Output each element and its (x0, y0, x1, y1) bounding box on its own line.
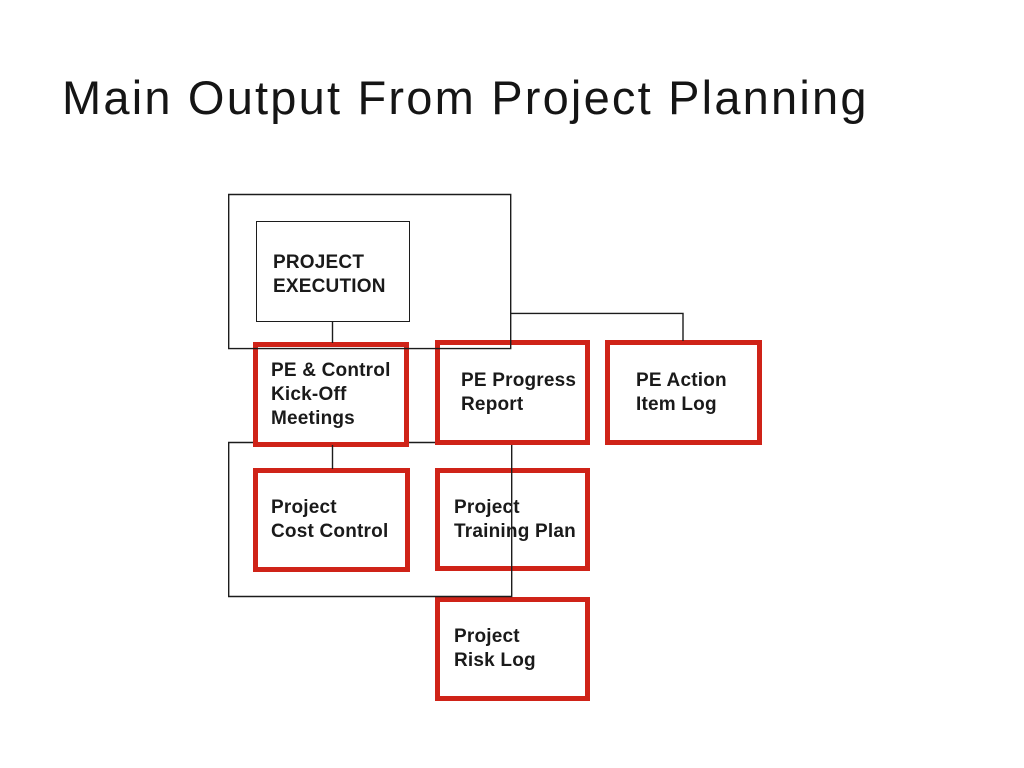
box-pe-action-item-log: PE Action Item Log (605, 340, 762, 445)
box-pe-progress-report: PE Progress Report (435, 340, 590, 445)
box-pe-progress-report-label: PE Progress Report (461, 369, 577, 415)
box-project-cost-control-label: Project Cost Control (271, 497, 389, 542)
box-project-risk-log-label: Project Risk Log (454, 626, 536, 671)
box-project-execution-label: PROJECT EXECUTION (273, 251, 386, 297)
box-project-execution: PROJECT EXECUTION (256, 221, 410, 322)
box-pe-action-item-log-label: PE Action Item Log (636, 369, 727, 415)
connector-branch-to-action-item-log (510, 312, 684, 341)
box-project-cost-control: Project Cost Control (253, 468, 410, 572)
box-pe-control-kickoff-meetings: PE & Control Kick-Off Meetings (253, 342, 409, 447)
box-project-training-plan-label: Project Training Plan (454, 496, 576, 542)
box-pe-control-kickoff-meetings-label: PE & Control Kick-Off Meetings (271, 359, 391, 429)
box-project-risk-log: Project Risk Log (435, 597, 590, 701)
slide-title: Main Output From Project Planning (62, 71, 869, 124)
box-project-training-plan: Project Training Plan (435, 468, 590, 571)
